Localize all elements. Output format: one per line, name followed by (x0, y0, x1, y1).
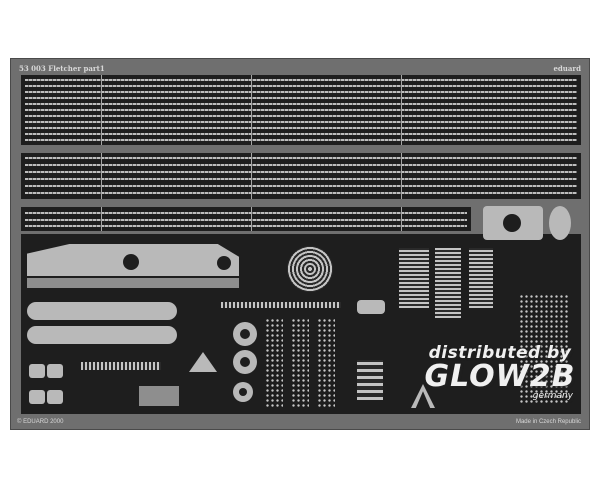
origin-text: Made in Czech Republic (515, 419, 581, 425)
watermark-line1: distributed by (428, 343, 572, 363)
rail-grid-2 (81, 362, 161, 370)
railing-block-middle (21, 153, 581, 199)
small-block (29, 364, 45, 378)
small-block-3 (29, 390, 45, 404)
ladder-grid-3 (469, 248, 493, 308)
set-label: 53 003 Fletcher part1 (19, 64, 105, 73)
grating-part-2 (291, 318, 309, 408)
ladder-grid (399, 248, 429, 308)
parts-area (21, 206, 581, 414)
bracket-part-2 (357, 300, 385, 314)
catapult-part-2 (27, 326, 177, 344)
copyright-text: © EDUARD 2000 (17, 419, 64, 425)
railing-block-top (21, 75, 581, 145)
small-block-4 (47, 390, 63, 404)
railing-block-lower (21, 207, 471, 231)
triangle-part (189, 352, 217, 372)
frame-part (357, 360, 383, 400)
catapult-part (27, 302, 177, 320)
grating-part-3 (317, 318, 335, 408)
distributor-watermark: distributed by GLOW2B germany (415, 343, 585, 401)
grating-part (265, 318, 283, 408)
rail-grid (221, 302, 341, 308)
radar-screen (287, 246, 333, 292)
small-block-2 (47, 364, 63, 378)
round-part (549, 206, 571, 240)
watermark-line3: germany (532, 391, 573, 401)
photo-etch-fret: 53 003 Fletcher part1 eduard (10, 58, 590, 430)
watermark-logo: GLOW2B (424, 359, 576, 394)
grille-part (139, 386, 179, 406)
deck-piece-lower (27, 278, 239, 288)
brand-logo: eduard (553, 64, 581, 73)
grating-part-4 (519, 294, 569, 404)
ladder-grid-2 (435, 248, 461, 318)
